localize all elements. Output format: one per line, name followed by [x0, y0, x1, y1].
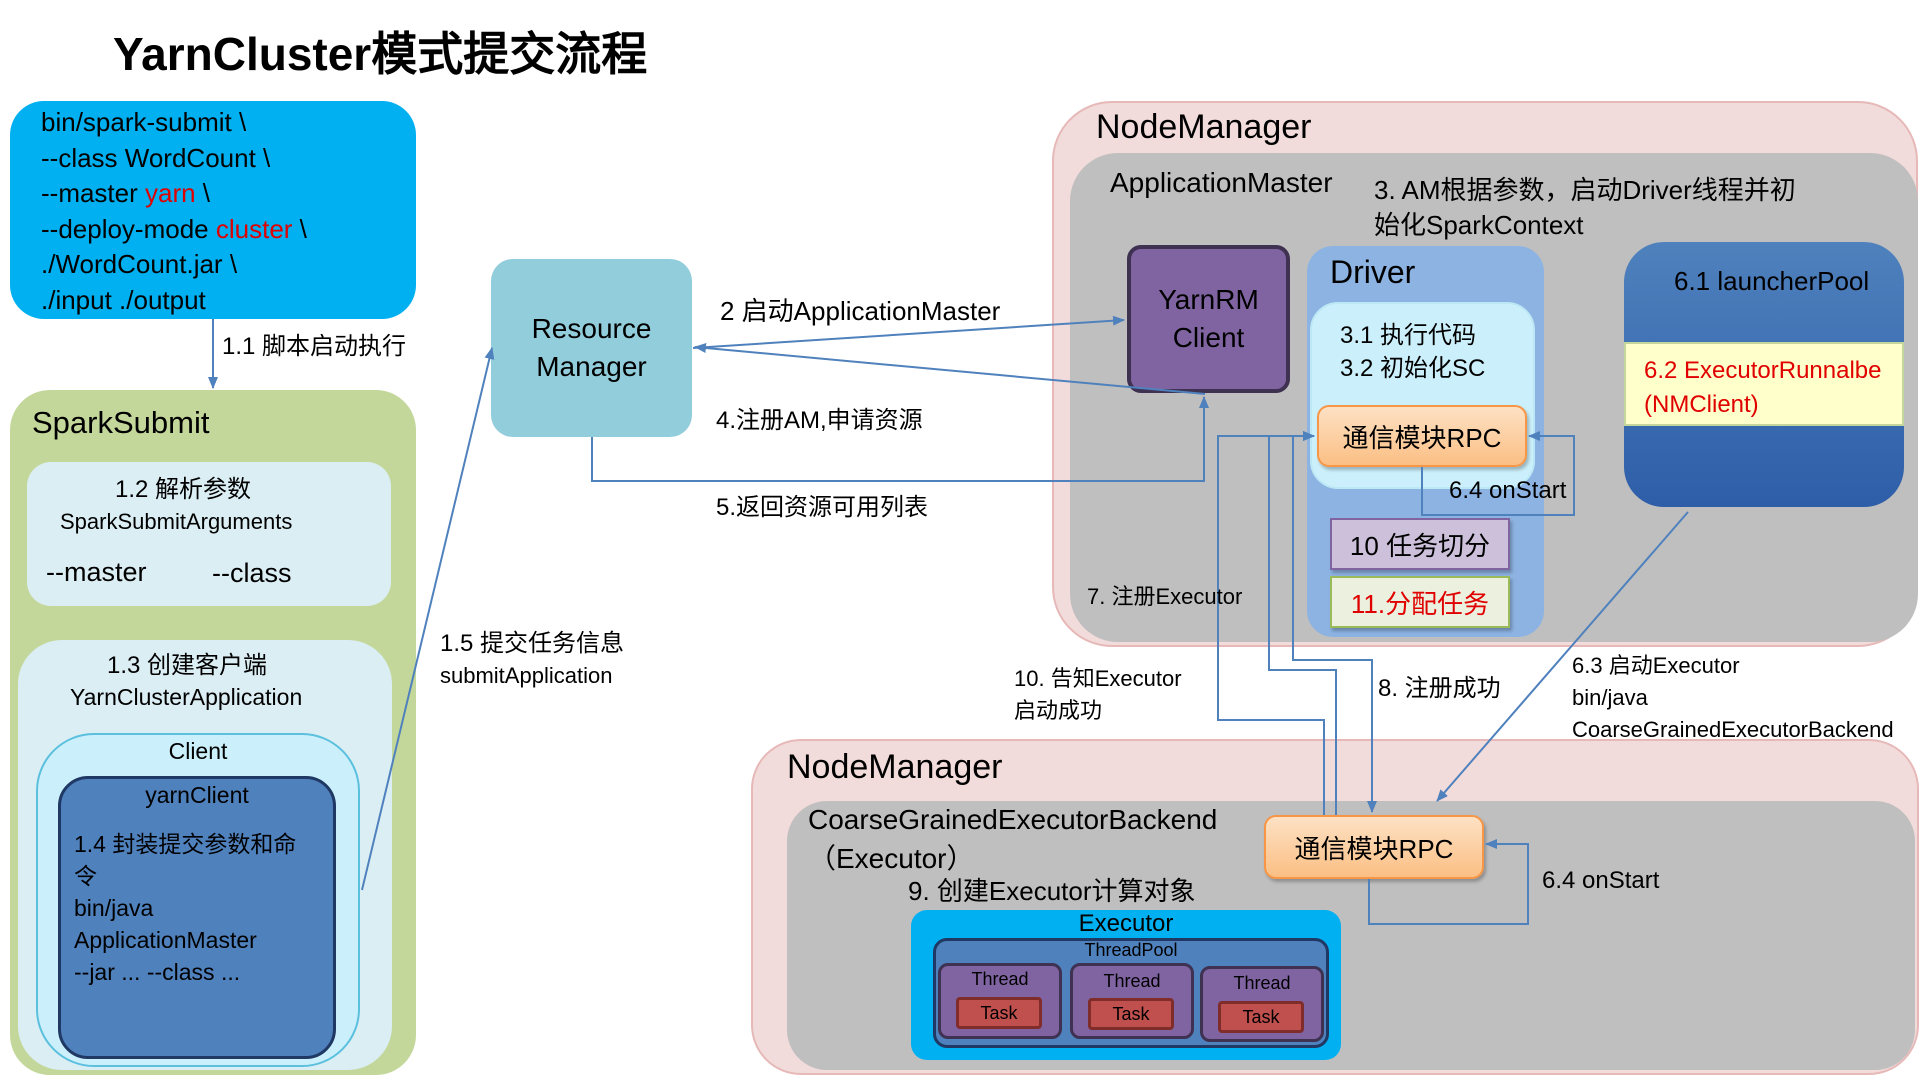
page-title: YarnCluster模式提交流程 — [113, 28, 648, 80]
arrow-1-5 — [361, 347, 495, 891]
yarn-client-box — [58, 776, 336, 1059]
yarn-client-label: yarnClient — [145, 782, 249, 808]
task-split-box: 10 任务切分 — [1330, 518, 1510, 570]
arrow-7 — [1217, 431, 1325, 815]
parse-class-label: SparkSubmitArguments — [60, 509, 293, 534]
driver-steps: 3.1 执行代码 3.2 初始化SC — [1340, 322, 1486, 382]
command-line: ./input ./output — [41, 284, 206, 315]
step10-label: 10. 告知Executor 启动成功 — [1014, 666, 1182, 723]
command-line: --deploy-mode cluster \ — [41, 213, 307, 244]
master-arg-label: --master — [46, 557, 147, 587]
driver-onstart-label: 6.4 onStart — [1449, 477, 1567, 504]
thread-label: Thread — [1233, 973, 1291, 993]
executor-runnable-box: 6.2 ExecutorRunnalbe (NMClient) — [1624, 342, 1904, 426]
node-manager-bottom-title: NodeManager — [787, 748, 1003, 786]
step5-label: 5.返回资源可用列表 — [716, 494, 929, 521]
step2-label: 2 启动ApplicationMaster — [720, 296, 1001, 326]
arrow-2 — [692, 315, 1125, 349]
step1-5-label: 1.5 提交任务信息 submitApplication — [440, 630, 625, 688]
launcher-pool-title: 6.1 launcherPool — [1674, 266, 1870, 296]
spark-submit-title: SparkSubmit — [32, 405, 210, 440]
wrap-args-text: 1.4 封装提交参数和命 令 bin/java ApplicationMaste… — [74, 831, 297, 985]
create-class-label: YarnClusterApplication — [70, 684, 303, 710]
task-box: Task — [1088, 998, 1174, 1030]
create-step-label: 1.3 创建客户端 — [107, 652, 268, 679]
arrow-8 — [1292, 436, 1377, 813]
step3-label: 3. AM根据参数，启动Driver线程并初 始化SparkContext — [1374, 175, 1796, 240]
parse-step-label: 1.2 解析参数 — [115, 476, 252, 503]
step8-label: 8. 注册成功 — [1378, 675, 1501, 702]
arrow-onstart-top — [1421, 431, 1575, 516]
step4-label: 4.注册AM,申请资源 — [716, 407, 923, 434]
client-label: Client — [168, 738, 228, 764]
executor-backend-title: CoarseGrainedExecutorBackend （Executor） — [808, 804, 1218, 874]
task-assign-box: 11.分配任务 — [1330, 576, 1510, 628]
class-arg-label: --class — [212, 558, 292, 588]
arrow-4 — [694, 343, 1206, 395]
driver-rpc-module: 通信模块RPC — [1317, 405, 1527, 467]
parse-arguments-box — [27, 462, 391, 606]
executor-rpc-module: 通信模块RPC — [1264, 815, 1484, 879]
executor-onstart-label: 6.4 onStart — [1542, 867, 1660, 894]
arrow-onstart-bottom — [1368, 839, 1529, 925]
deploy-mode-value: cluster — [215, 213, 293, 244]
command-line: --master yarn \ — [41, 178, 211, 208]
driver-title: Driver — [1330, 254, 1416, 290]
master-value: yarn — [145, 178, 196, 208]
application-master-title: ApplicationMaster — [1110, 167, 1333, 198]
step9-label: 9. 创建Executor计算对象 — [908, 876, 1196, 906]
thread-label: Thread — [971, 969, 1029, 989]
command-line: ./WordCount.jar \ — [41, 249, 238, 279]
arrow-6-3 — [1436, 511, 1689, 802]
thread-pool-title: ThreadPool — [1084, 940, 1178, 960]
spark-submit-command-box: bin/spark-submit \ --class WordCount \ -… — [10, 101, 416, 319]
command-line: --class WordCount \ — [41, 142, 271, 173]
executor-title: Executor — [1078, 910, 1174, 937]
arrow-5 — [591, 396, 1209, 482]
step1-1-label: 1.1 脚本启动执行 — [222, 333, 407, 360]
thread-label: Thread — [1103, 971, 1161, 991]
arrow-10 — [1268, 431, 1337, 815]
task-box: Task — [1218, 1001, 1304, 1033]
command-line: bin/spark-submit \ — [41, 107, 247, 137]
step7-label: 7. 注册Executor — [1087, 584, 1243, 609]
task-box: Task — [956, 997, 1042, 1029]
step6-3-label: 6.3 启动Executor bin/java CoarseGrainedExe… — [1572, 653, 1894, 742]
node-manager-top-title: NodeManager — [1096, 108, 1312, 146]
